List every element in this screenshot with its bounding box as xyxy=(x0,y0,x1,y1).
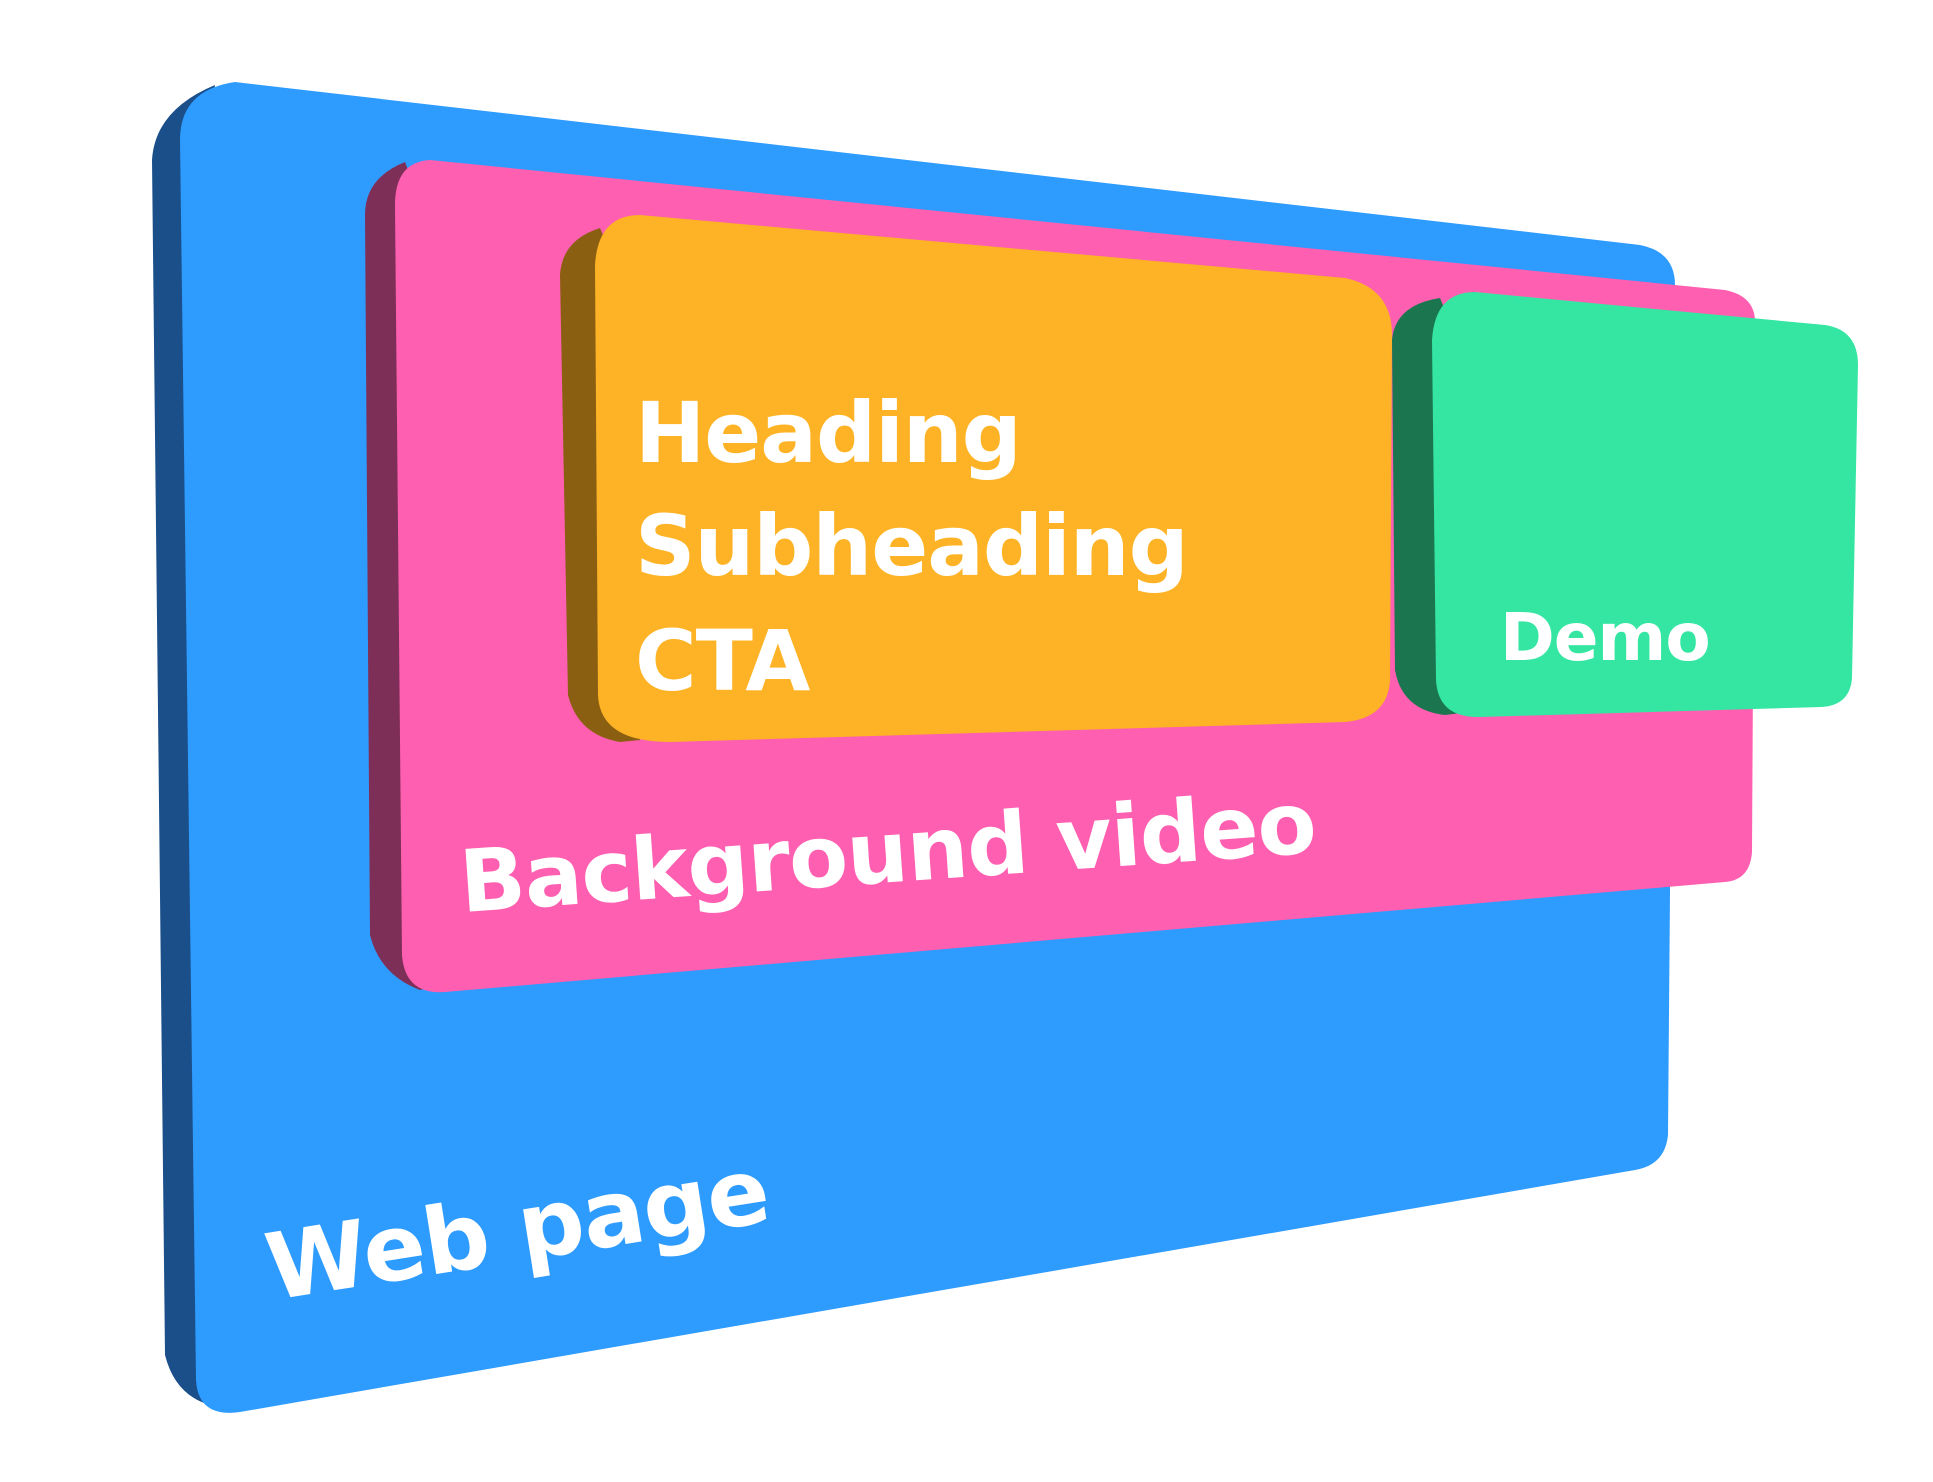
hero-content-face xyxy=(595,215,1392,742)
demo-face xyxy=(1432,292,1858,718)
hero-cta-text: CTA xyxy=(635,612,810,710)
demo-layer: Demo xyxy=(1392,292,1858,718)
demo-label: Demo xyxy=(1500,599,1710,676)
hero-subheading-text: Subheading xyxy=(635,497,1188,595)
hero-heading-text: Heading xyxy=(635,384,1021,482)
hero-content-layer: Heading Subheading CTA xyxy=(560,215,1392,742)
